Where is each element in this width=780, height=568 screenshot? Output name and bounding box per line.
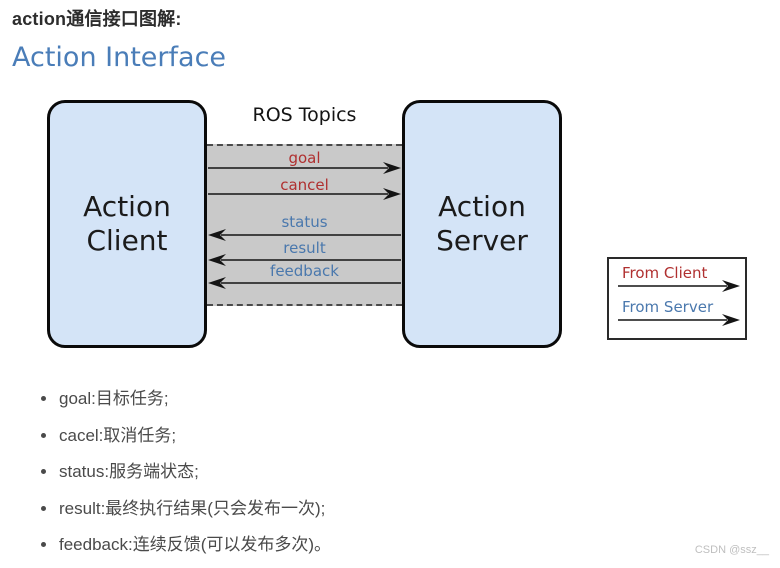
status-topic-label: status: [281, 213, 328, 231]
topic-notes-list: goal:目标任务; cacel:取消任务; status:服务端状态; res…: [36, 381, 331, 564]
goal-topic-label: goal: [288, 149, 321, 167]
goal-arrow-right-icon: [208, 161, 401, 175]
csdn-watermark: CSDN @ssz__: [694, 544, 769, 556]
action-server-box: Action Server: [402, 100, 562, 348]
result-arrow-left-icon: [208, 253, 401, 267]
result-topic-label: result: [283, 239, 326, 257]
action-client-label: Action Client: [83, 190, 171, 257]
action-client-box: Action Client: [47, 100, 207, 348]
action-server-label: Action Server: [436, 190, 528, 257]
cancel-arrow-right-icon: [208, 187, 401, 201]
legend-from-server-label: From Server: [622, 298, 714, 316]
note-result: result:最终执行结果(只会发布一次);: [58, 491, 331, 528]
feedback-arrow-left-icon: [208, 276, 401, 290]
feedback-topic-label: feedback: [270, 262, 339, 280]
note-cacel: cacel:取消任务;: [58, 418, 331, 455]
from-server-arrow-icon: [618, 313, 740, 327]
note-goal: goal:目标任务;: [58, 381, 331, 418]
legend-box: From Client From Server: [607, 257, 747, 340]
note-feedback: feedback:连续反馈(可以发布多次)。: [58, 527, 331, 564]
status-arrow-left-icon: [208, 228, 401, 242]
ros-topics-band: [207, 144, 402, 306]
action-interface-diagram: ROS Topics goal cancel status result fee…: [47, 100, 747, 348]
note-status: status:服务端状态;: [58, 454, 331, 491]
from-client-arrow-icon: [618, 279, 740, 293]
ros-topics-label: ROS Topics: [252, 104, 357, 126]
cancel-topic-label: cancel: [280, 176, 329, 194]
section-heading: Action Interface: [12, 42, 227, 73]
page-title: action通信接口图解:: [12, 9, 182, 29]
legend-from-client-label: From Client: [622, 264, 708, 282]
